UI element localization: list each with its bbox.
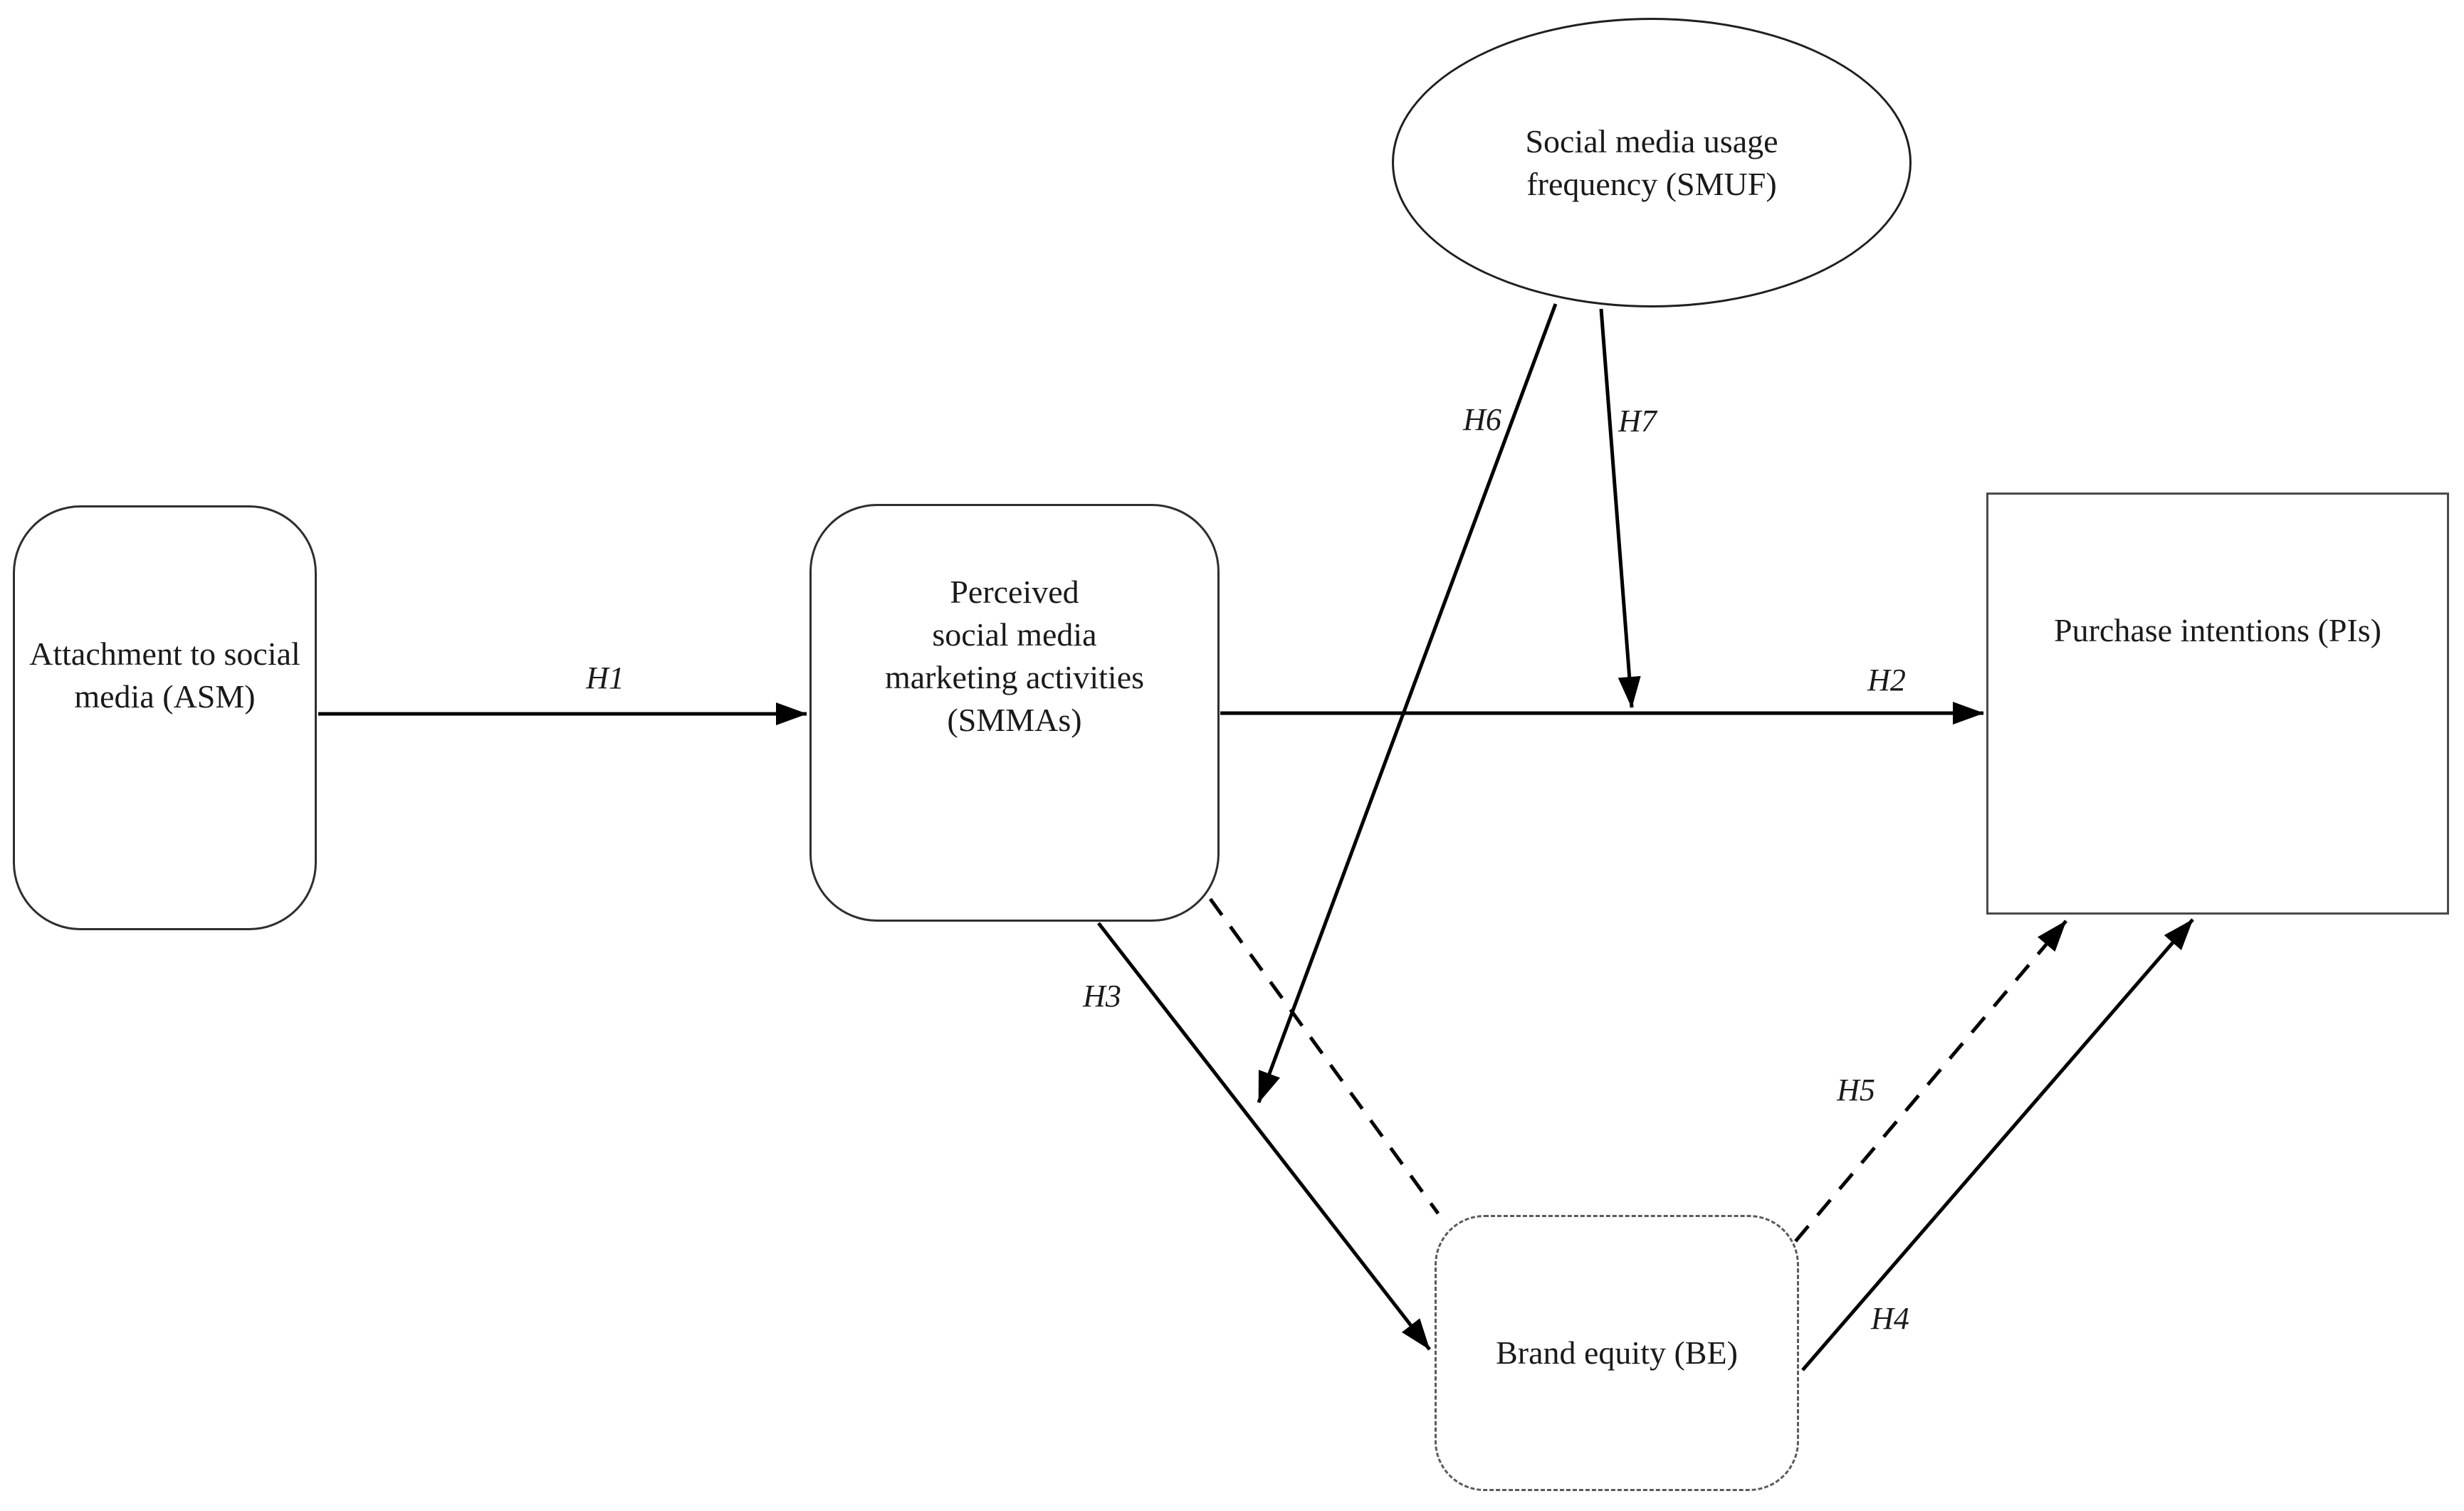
h6-label: H6 bbox=[1463, 402, 1501, 437]
node-asm-box: Attachment to social media (ASM) bbox=[13, 505, 317, 930]
h2-label: H2 bbox=[1867, 663, 1906, 697]
node-smuf-label: Social media usage frequency (SMUF) bbox=[1525, 122, 1778, 202]
node-pis-label: Purchase intentions (PIs) bbox=[2054, 612, 2381, 648]
node-be-label: Brand equity (BE) bbox=[1496, 1334, 1738, 1371]
node-be-box: Brand equity (BE) bbox=[1435, 1215, 1799, 1491]
indirect-dashed-line bbox=[1208, 897, 1440, 1215]
node-asm-label: Attachment to social media (ASM) bbox=[29, 635, 300, 715]
node-pis-box: Purchase intentions (PIs) bbox=[1986, 493, 2449, 915]
h5-label: H5 bbox=[1837, 1073, 1875, 1107]
node-smmas-box: Perceived social media marketing activit… bbox=[809, 504, 1220, 922]
h3-label: H3 bbox=[1083, 979, 1121, 1014]
h5-dashed-arrow bbox=[1794, 920, 2067, 1243]
h6-moderation-arrow bbox=[1257, 303, 1558, 1103]
h4-arrow bbox=[1801, 918, 2194, 1372]
h4-label: H4 bbox=[1871, 1301, 1909, 1336]
node-smuf-ellipse: Social media usage frequency (SMUF) bbox=[1392, 18, 1912, 307]
h1-label: H1 bbox=[586, 660, 624, 695]
h7-label: H7 bbox=[1618, 404, 1657, 438]
h7-moderation-arrow bbox=[1599, 308, 1641, 708]
node-smmas-label: Perceived social media marketing activit… bbox=[884, 573, 1145, 738]
h3-arrow bbox=[1097, 922, 1431, 1351]
